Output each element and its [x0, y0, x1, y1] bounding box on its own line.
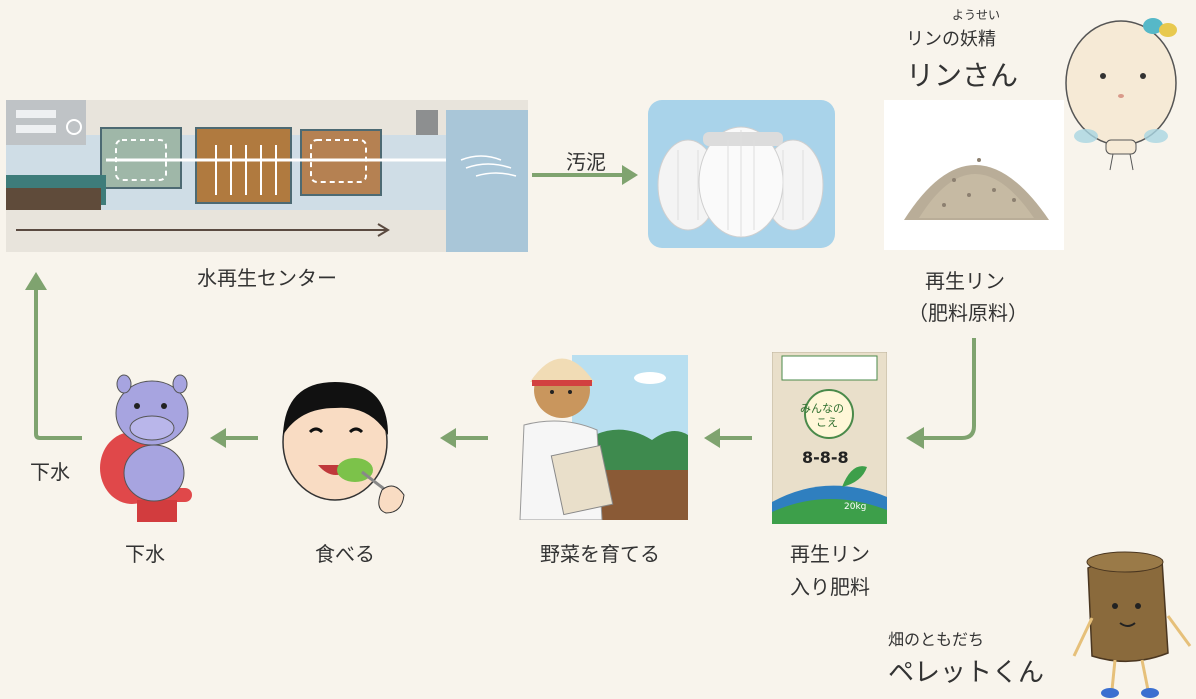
eat-label: 食べる — [315, 542, 375, 566]
recycled-phosphorus-label-1: 再生リン — [925, 269, 1005, 293]
hippo-toilet-image — [92, 368, 202, 524]
fertilizer-weight: 20kg — [844, 502, 867, 512]
arrow-to-eating — [440, 423, 488, 453]
rin-name-text: リンさん — [906, 59, 1019, 92]
fertilizer-npk: 8-8-8 — [802, 448, 849, 467]
boy-eating-image — [270, 370, 415, 520]
fertilizer-label-1: 再生リン — [790, 542, 870, 566]
sludge-label: 汚泥 — [566, 150, 606, 174]
arrow-to-fertilizer — [900, 338, 980, 452]
sewage-label: 下水 — [125, 542, 165, 566]
rin-fairy-character — [1058, 8, 1188, 178]
fertilizer-label-2: 入り肥料 — [790, 575, 870, 599]
pellet-character — [1070, 538, 1196, 699]
arrow-to-sludge — [532, 160, 640, 190]
fertilizer-brand-line2: こえ — [816, 416, 838, 429]
arrow-to-toilet — [210, 423, 258, 453]
grow-vegetables-label: 野菜を育てる — [540, 542, 660, 566]
fertilizer-brand-line1: みんなの — [800, 402, 844, 415]
farming-image — [512, 330, 688, 520]
rin-ruby-text: ようせい — [952, 8, 1001, 22]
pellet-title-text: 畑のともだち — [888, 630, 985, 649]
water-center-label: 水再生センター — [197, 266, 337, 290]
fertilizer-bag-image: みんなの こえ 8-8-8 20kg — [772, 352, 887, 524]
sewage-side-label: 下水 — [30, 460, 70, 484]
arrow-to-water-center — [22, 270, 88, 442]
recycled-phosphorus-label-2: （肥料原料） — [908, 301, 1028, 325]
pellet-name-text: ペレットくん — [888, 658, 1045, 688]
digester-tank-image — [648, 100, 835, 248]
arrow-to-farming — [704, 423, 752, 453]
recycled-phosphorus-image — [884, 100, 1064, 250]
rin-title-text: リンの妖精 — [906, 29, 996, 50]
water-center-illustration — [6, 100, 528, 252]
